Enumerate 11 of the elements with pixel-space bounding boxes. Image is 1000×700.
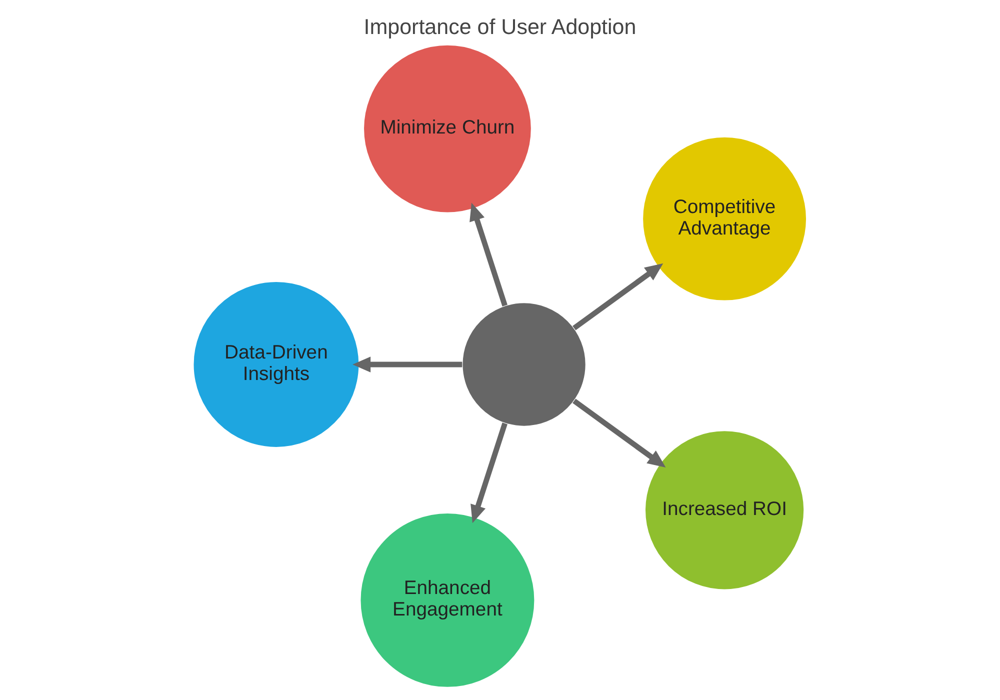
node-circle [462,302,586,427]
arrow [572,398,666,468]
arrow [572,263,664,330]
arrow [352,356,462,372]
node-circle: Minimize Churn [362,44,532,214]
node-circle: Data-Driven Insights [192,280,360,448]
arrow [470,202,508,306]
node-circle: Enhanced Engagement [360,512,536,688]
diagram-title: Importance of User Adoption [364,14,636,39]
arrow [470,422,508,524]
node-circle: Increased ROI [644,430,805,590]
